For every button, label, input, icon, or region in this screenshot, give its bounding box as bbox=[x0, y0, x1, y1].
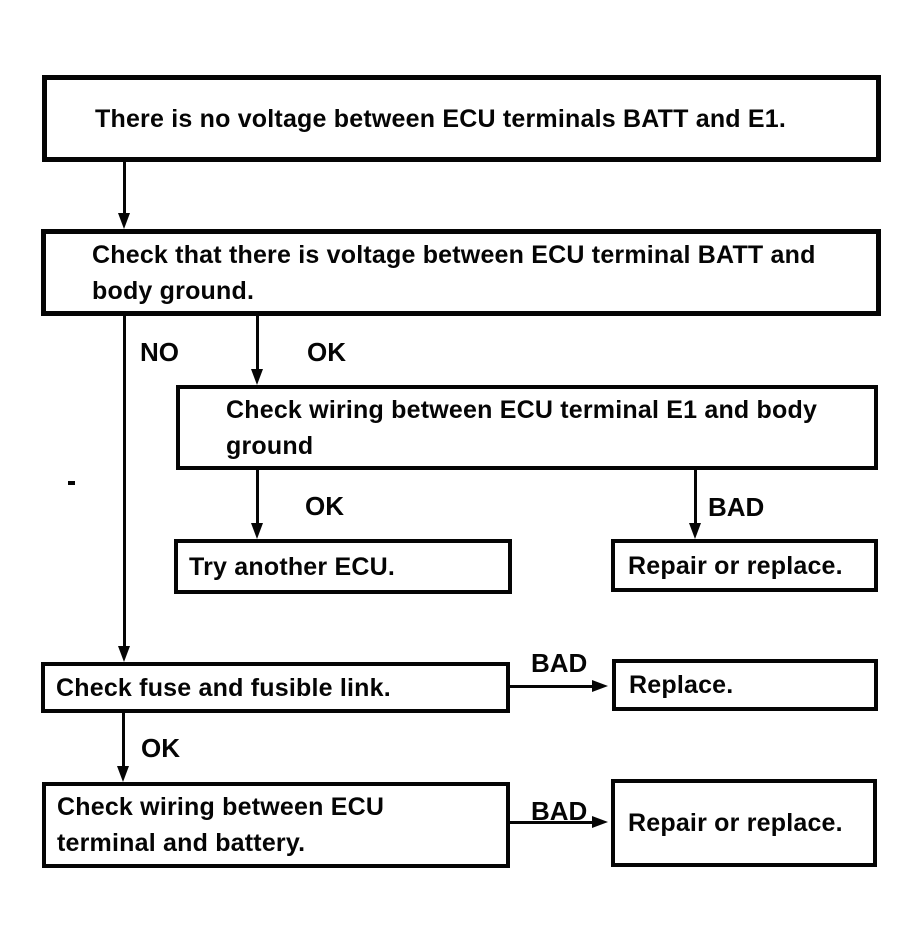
node-check-wiring-battery-line1: Check wiring between ECU bbox=[57, 793, 385, 821]
connector-ok-to-try-ecu bbox=[256, 470, 259, 526]
scan-artifact-dot bbox=[68, 481, 75, 485]
node-check-batt-ground-line2: body ground. bbox=[92, 276, 255, 305]
connector-bad-to-repair-2 bbox=[510, 821, 594, 824]
node-check-e1-ground-line2: ground bbox=[226, 431, 314, 460]
node-repair-replace-2: Repair or replace. bbox=[611, 779, 877, 867]
branch-label-no: NO bbox=[140, 337, 179, 367]
arrowhead-down-icon bbox=[118, 646, 130, 662]
connector-start-to-batt-check bbox=[123, 162, 126, 218]
node-check-fuse: Check fuse and fusible link. bbox=[41, 662, 510, 713]
node-try-ecu: Try another ECU. bbox=[174, 539, 512, 594]
branch-label-bad-3: BAD bbox=[531, 796, 588, 826]
node-check-fuse-text: Check fuse and fusible link. bbox=[56, 673, 391, 702]
arrowhead-down-icon bbox=[117, 766, 129, 782]
node-check-batt-ground-line1: Check that there is voltage between ECU … bbox=[92, 240, 816, 269]
branch-label-bad-1: BAD bbox=[708, 492, 765, 522]
node-check-e1-ground-line1: Check wiring between ECU terminal E1 and… bbox=[226, 395, 818, 424]
node-check-wiring-battery: Check wiring between ECU terminal and ba… bbox=[42, 782, 510, 868]
node-replace: Replace. bbox=[612, 659, 878, 711]
node-repair-replace-1-text: Repair or replace. bbox=[628, 551, 843, 580]
branch-label-ok-3: OK bbox=[141, 733, 180, 763]
connector-no-branch bbox=[123, 316, 126, 650]
node-try-ecu-text: Try another ECU. bbox=[189, 552, 396, 581]
arrowhead-down-icon bbox=[251, 523, 263, 539]
node-repair-replace-2-text: Repair or replace. bbox=[628, 809, 843, 837]
branch-label-bad-2: BAD bbox=[531, 648, 588, 678]
arrowhead-right-icon bbox=[592, 816, 608, 828]
connector-bad-to-repair-1 bbox=[694, 470, 697, 526]
connector-ok-to-wiring-check bbox=[122, 713, 125, 769]
branch-label-ok-2: OK bbox=[305, 491, 344, 521]
node-start-text: There is no voltage between ECU terminal… bbox=[95, 104, 787, 133]
arrowhead-down-icon bbox=[251, 369, 263, 385]
node-check-batt-ground: Check that there is voltage between ECU … bbox=[41, 229, 881, 316]
arrowhead-down-icon bbox=[689, 523, 701, 539]
connector-ok-to-e1-check bbox=[256, 316, 259, 372]
node-check-e1-ground: Check wiring between ECU terminal E1 and… bbox=[176, 385, 878, 470]
arrowhead-down-icon bbox=[118, 213, 130, 229]
node-repair-replace-1: Repair or replace. bbox=[611, 539, 878, 592]
node-start: There is no voltage between ECU terminal… bbox=[42, 75, 881, 162]
node-check-wiring-battery-line2: terminal and battery. bbox=[57, 829, 306, 857]
branch-label-ok-1: OK bbox=[307, 337, 346, 367]
arrowhead-right-icon bbox=[592, 680, 608, 692]
node-replace-text: Replace. bbox=[629, 671, 734, 699]
connector-bad-to-replace bbox=[510, 685, 594, 688]
